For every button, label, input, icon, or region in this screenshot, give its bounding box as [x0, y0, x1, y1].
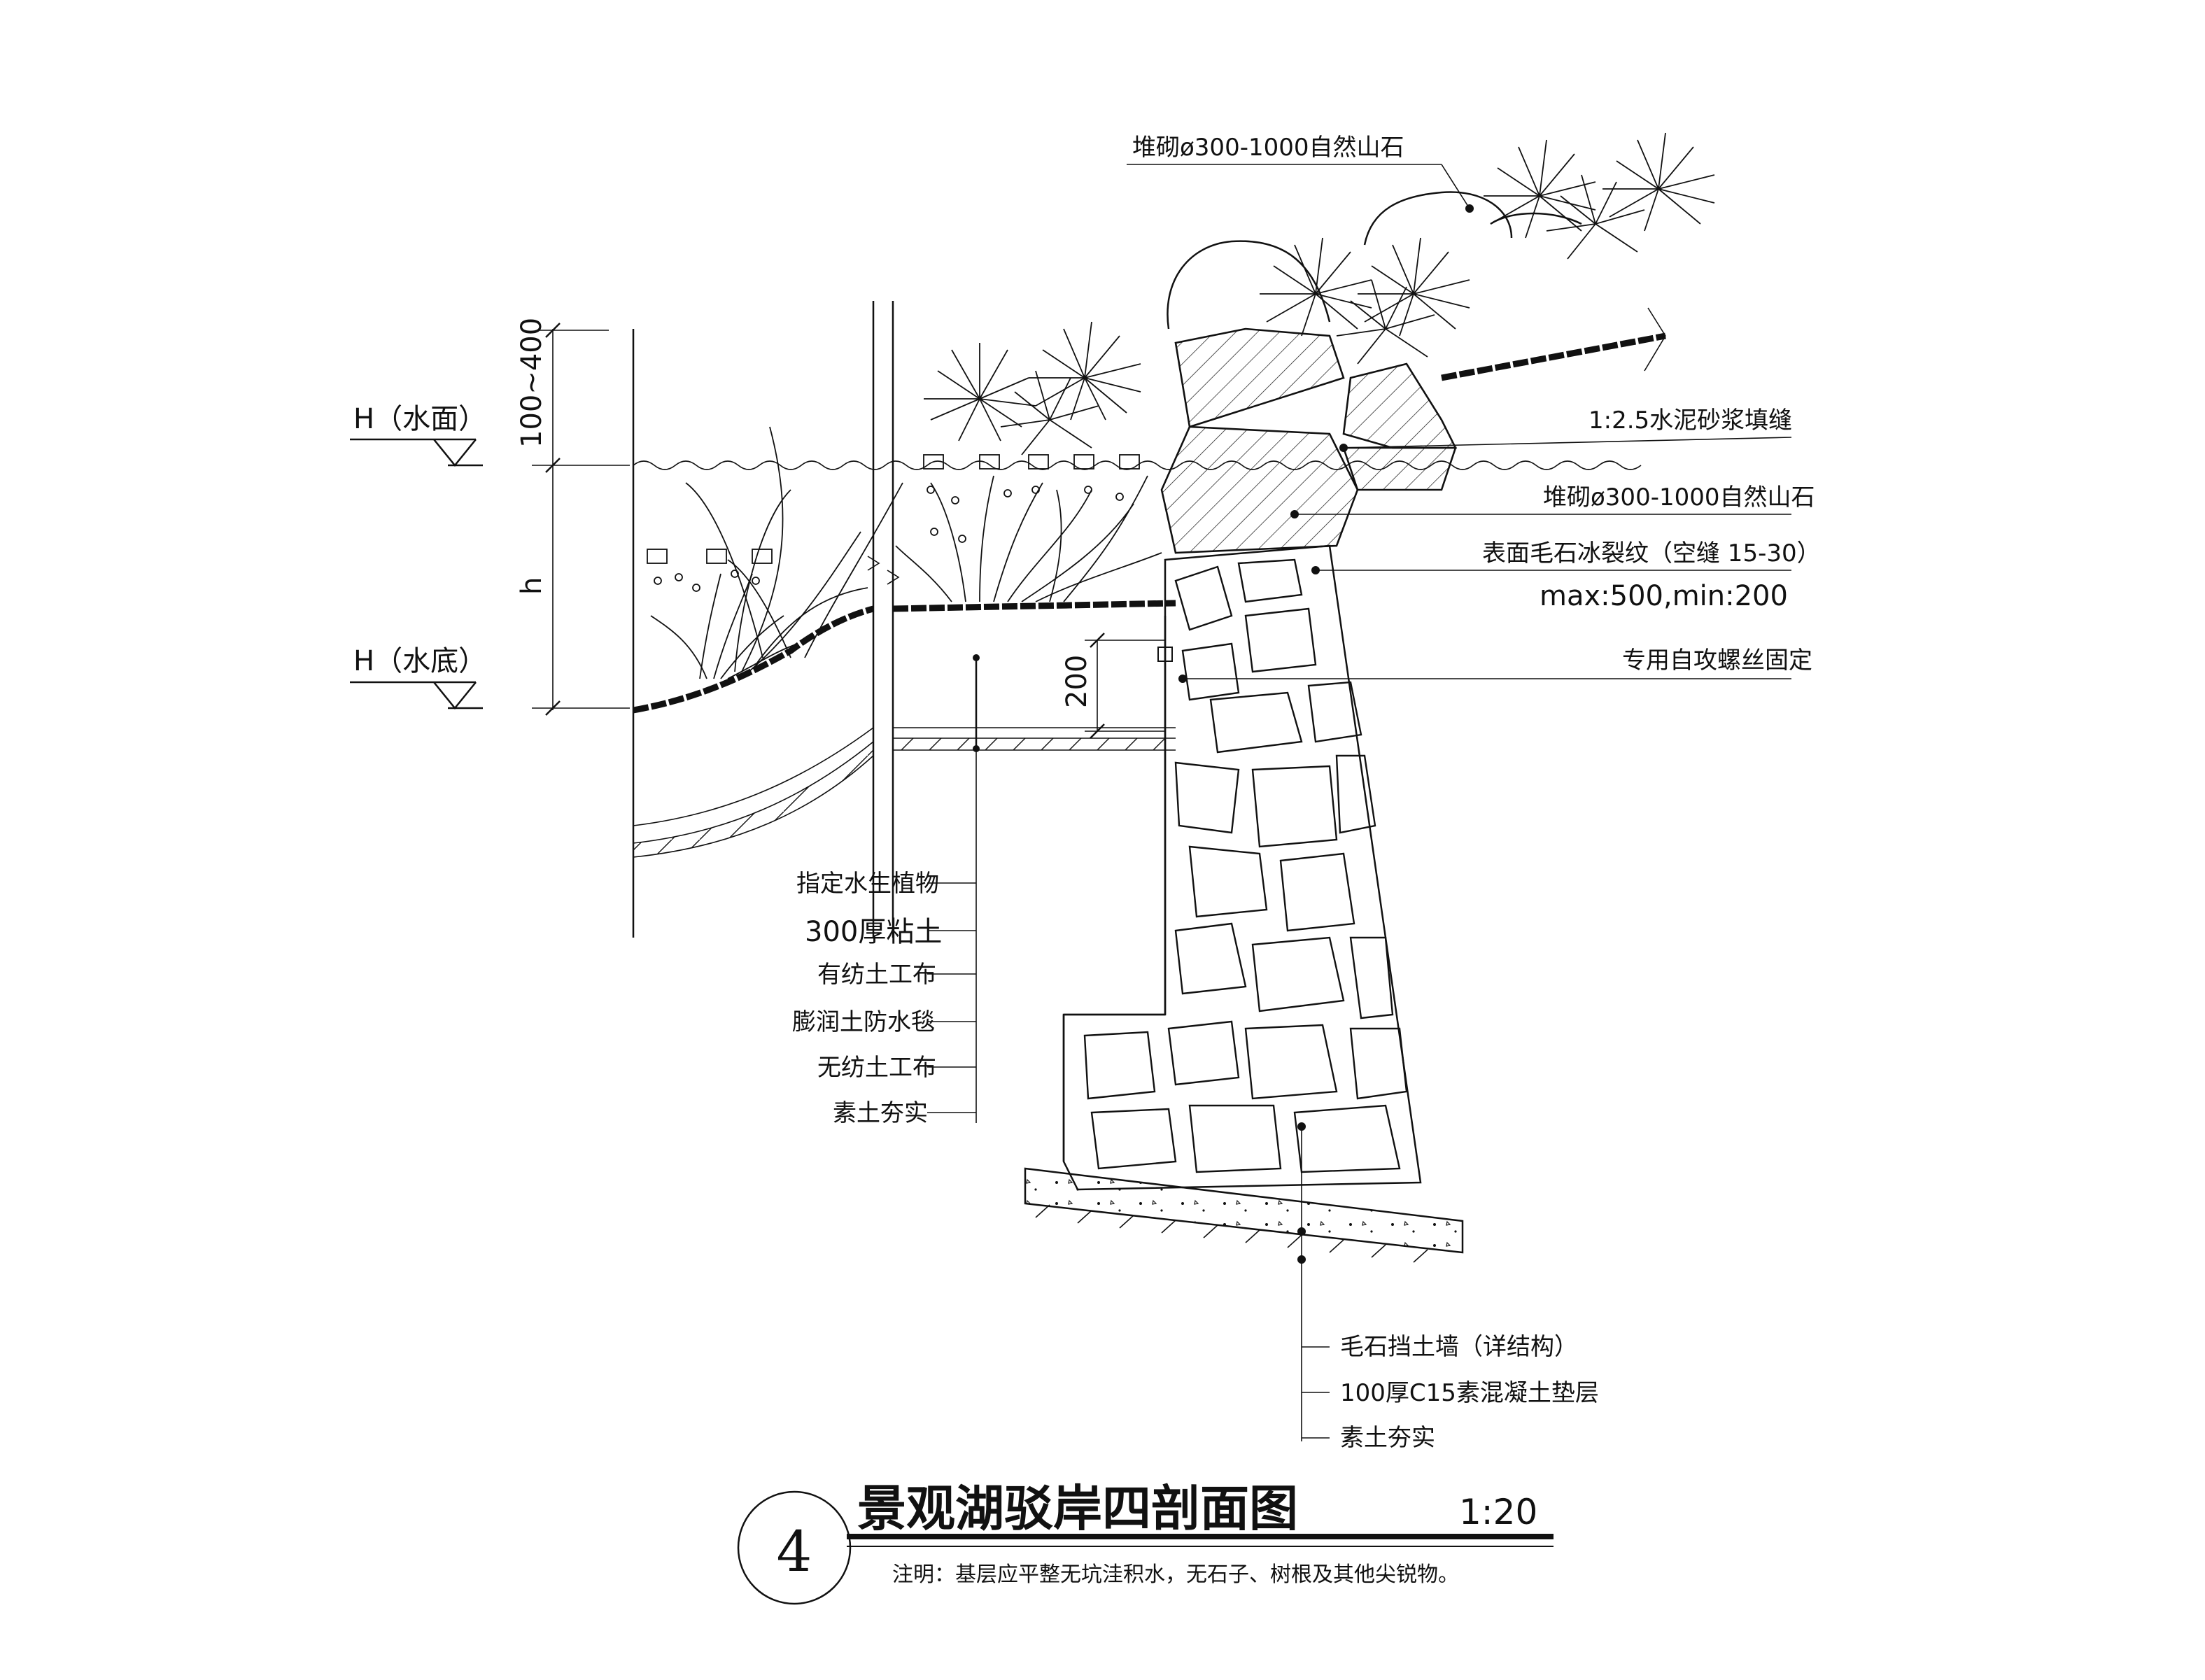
natural-rock-stack: [1160, 191, 1666, 554]
level-markers: [350, 438, 483, 710]
freeboard-dimension: 100~400: [516, 318, 548, 448]
detail-number-circle: [737, 1490, 852, 1605]
drawing-note: 注明：基层应平整无坑洼积水，无石子、树根及其他尖锐物。: [892, 1562, 1459, 1587]
label-woven-geotextile: 有纺土工布: [817, 961, 936, 989]
label-joint-range: max:500,min:200: [1540, 580, 1788, 612]
detail-number: 4: [777, 1519, 812, 1584]
label-mortar-joint: 1:2.5水泥砂浆填缝: [1588, 407, 1792, 435]
label-crack-pattern: 表面毛石冰裂纹（空缝 15-30）: [1482, 539, 1821, 567]
concrete-footing: [1024, 1167, 1464, 1263]
depth-dimension: h: [516, 577, 548, 595]
aquatic-plants: [647, 132, 1715, 679]
label-rock-top: 堆砌ø300-1000自然山石: [1132, 134, 1404, 162]
label-concrete-cushion: 100厚C15素混凝土垫层: [1340, 1379, 1599, 1407]
drawing-title: 景观湖驳岸四剖面图: [857, 1480, 1298, 1537]
label-clay-layer: 300厚粘土: [805, 916, 942, 948]
label-compacted-soil-left: 素土夯实: [833, 1099, 928, 1127]
left-leaders: [927, 749, 977, 1123]
right-leaders: [1127, 164, 1792, 683]
retaining-wall: [1062, 544, 1422, 1191]
label-nonwoven-geotextile: 无纺土工布: [817, 1054, 936, 1082]
water-surface-level-label: H（水面）: [353, 403, 486, 435]
drawing-scale: 1:20: [1459, 1492, 1537, 1532]
vertical-dimensions: [532, 323, 1165, 739]
label-screw-fixing: 专用自攻螺丝固定: [1622, 647, 1812, 675]
fixing-height-dimension: 200: [1061, 655, 1093, 708]
label-bentonite-blanket: 膨润土防水毯: [792, 1008, 935, 1036]
label-compacted-soil-bottom: 素土夯实: [1340, 1424, 1435, 1452]
label-rock-mid: 堆砌ø300-1000自然山石: [1543, 483, 1815, 511]
bottom-leaders: [1297, 1122, 1330, 1441]
water-bottom-level-label: H（水底）: [353, 645, 486, 677]
label-aquatic-plants: 指定水生植物: [796, 870, 939, 898]
label-rubble-wall: 毛石挡土墙（详结构）: [1340, 1333, 1578, 1361]
